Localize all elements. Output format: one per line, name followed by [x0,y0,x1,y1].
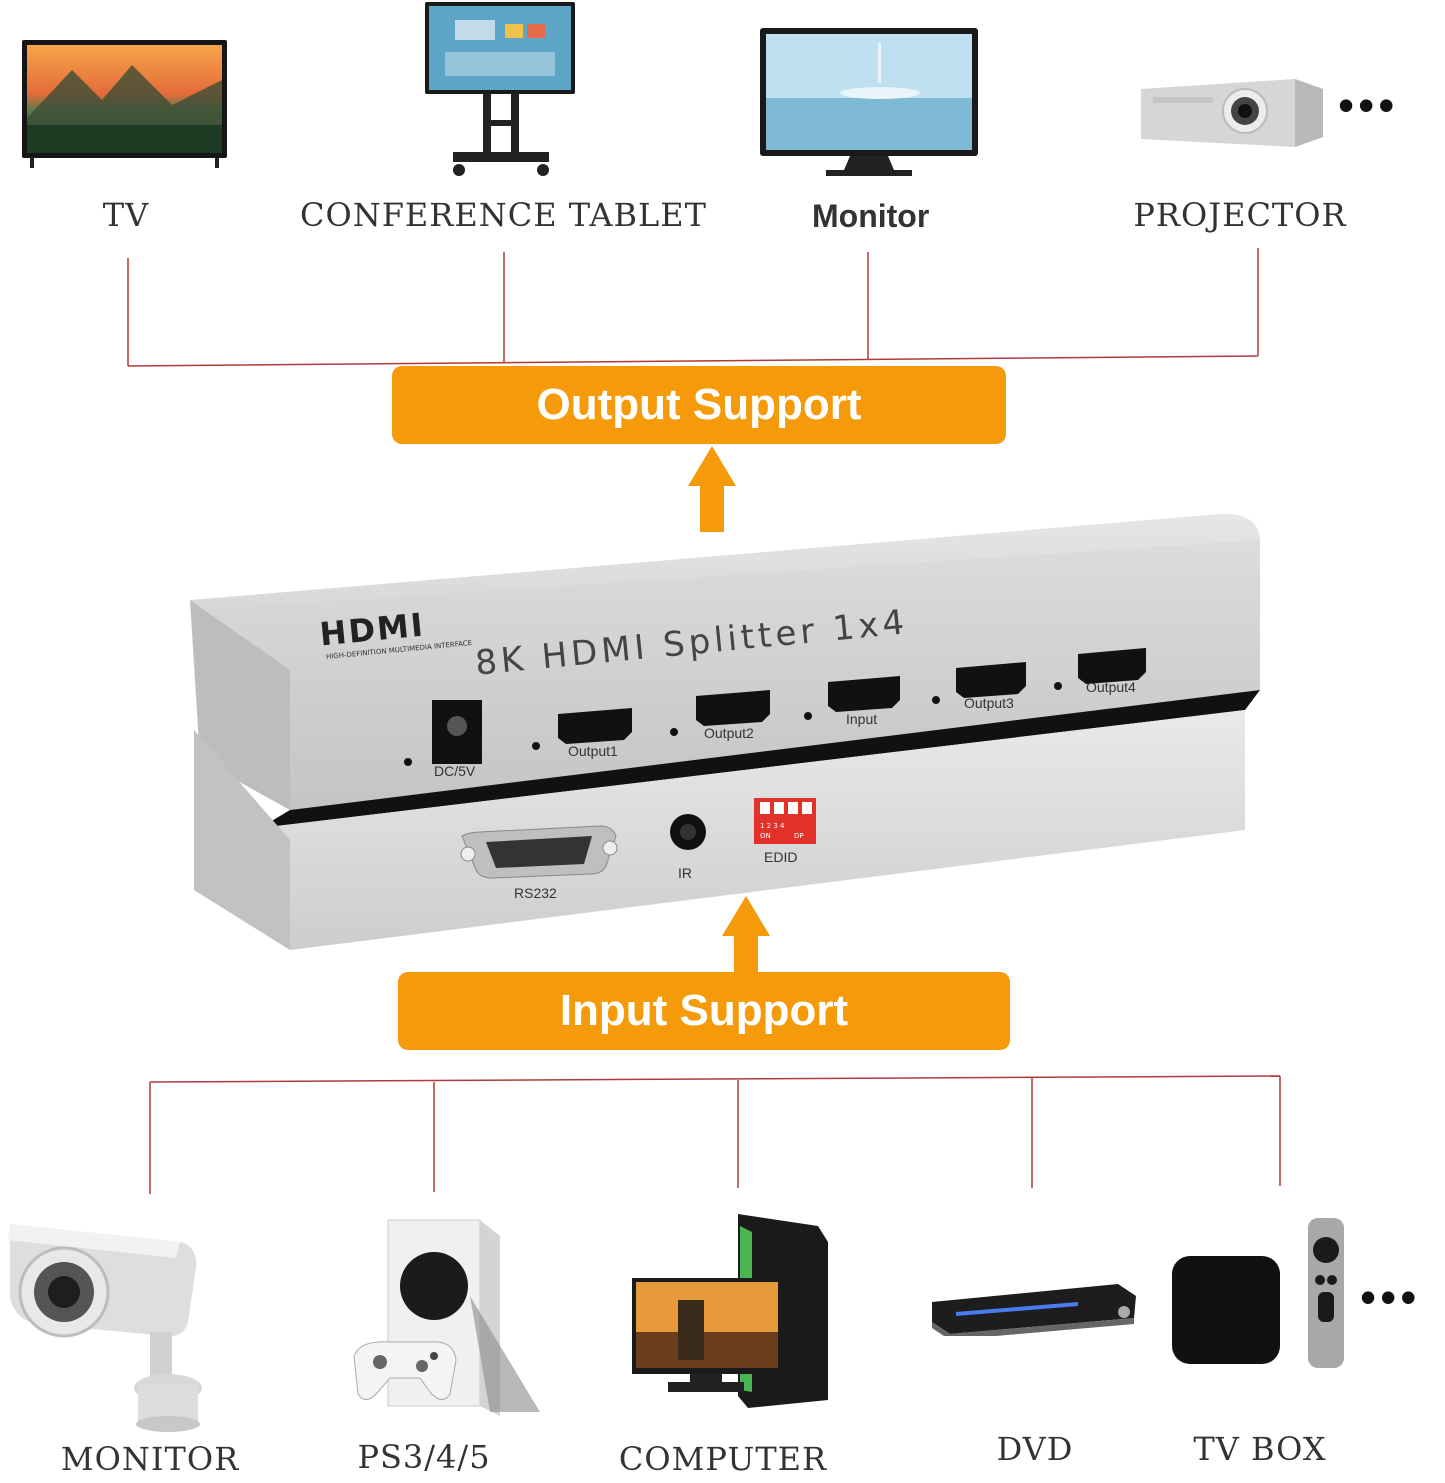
output-label-monitor: Monitor [812,198,930,234]
output-support-banner: Output Support [392,366,1006,444]
svg-text:IR: IR [678,865,692,881]
svg-text:Output2: Output2 [704,725,754,741]
svg-text:ON: ON [760,832,771,840]
computer-icon [628,1212,838,1412]
hdmi-input-port: Input [828,676,900,727]
rs232-port: RS232 [460,825,618,901]
hdmi-output2-port: Output2 [696,690,770,741]
hdmi-output3-port: Output3 [956,662,1026,711]
conference-tablet-icon [425,2,577,180]
output-label-projector: PROJECTOR [1133,196,1347,234]
input-label-dvd: DVD [996,1430,1074,1468]
more-input-ellipsis: ••• [1360,1271,1421,1323]
edid-dip-switch: 1 2 3 4 ON DP EDID [754,798,816,865]
input-label-computer: COMPUTER [618,1440,828,1478]
svg-text:RS232: RS232 [514,885,557,901]
svg-text:DP: DP [794,832,804,840]
tv-icon [22,40,227,170]
security-camera-icon [0,1212,220,1432]
input-support-banner: Input Support [398,972,1010,1050]
output-label-tv: TV [102,196,150,234]
svg-text:DC/5V: DC/5V [434,763,476,779]
svg-text:1 2 3 4: 1 2 3 4 [760,822,785,830]
hdmi-output4-port: Output4 [1078,648,1146,695]
more-output-ellipsis: ••• [1338,79,1399,131]
input-label-tv-box: TV BOX [1193,1430,1327,1468]
game-console-icon [350,1216,540,1436]
dvd-player-icon [928,1282,1140,1340]
monitor-icon [760,28,978,178]
hdmi-output1-port: Output1 [558,708,632,759]
ir-port: IR [670,814,706,881]
svg-text:Input: Input [846,711,877,727]
projector-icon [1135,75,1330,150]
output-label-conference-tablet: CONFERENCE TABLET [300,196,707,234]
svg-text:EDID: EDID [764,849,797,865]
tv-box-icon [1168,1216,1348,1370]
svg-text:Output3: Output3 [964,695,1014,711]
input-label-ps345: PS3/4/5 [357,1438,491,1476]
hdmi-splitter-device: HDMI HIGH-DEFINITION MULTIMEDIA INTERFAC… [180,510,1270,960]
input-label-monitor: MONITOR [60,1440,240,1478]
dc-power-port: DC/5V [432,700,482,779]
svg-text:Output4: Output4 [1086,679,1136,695]
svg-text:Output1: Output1 [568,743,618,759]
